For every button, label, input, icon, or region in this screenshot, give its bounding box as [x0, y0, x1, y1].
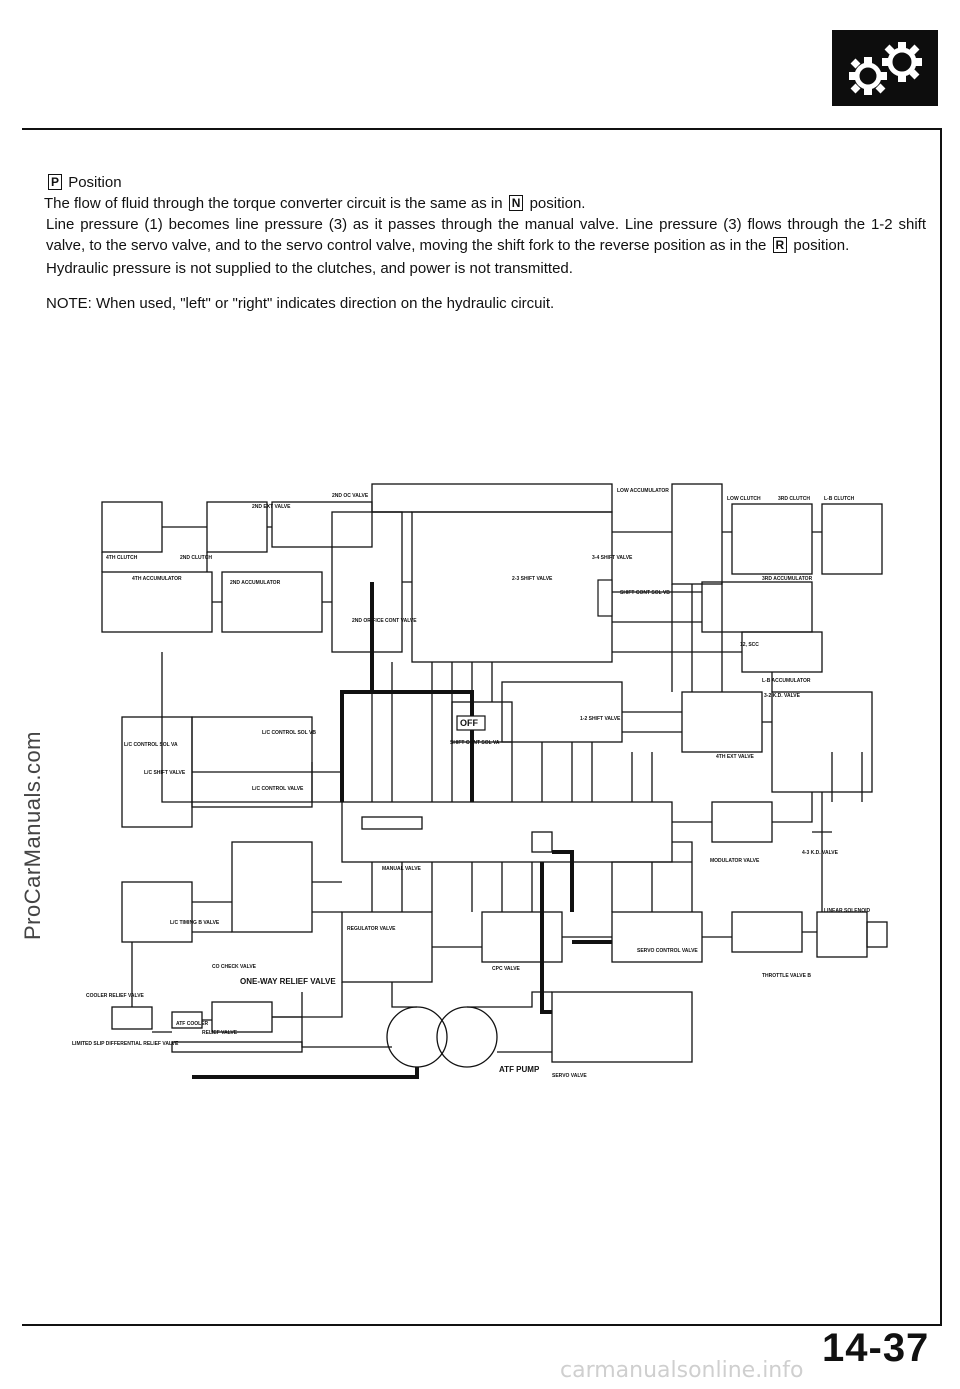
label-low-accumulator: LOW ACCUMULATOR: [617, 488, 669, 494]
label-lc-control-sol-va: L/C CONTROL SOL VA: [124, 742, 178, 748]
label-second-oc-valve: 2ND OC VALVE: [332, 493, 369, 499]
label-fourth-ext-valve: 4TH EXT VALVE: [716, 754, 755, 760]
right-rule: [940, 128, 942, 1324]
top-rule: [22, 128, 942, 130]
hydraulic-circuit-diagram: OFF LOW ACCUMULATOR LOW CLUTCH 3RD CLUTC…: [72, 472, 892, 1092]
page-number: 14-37: [822, 1326, 930, 1370]
note: NOTE: When used, "left" or "right" indic…: [46, 295, 555, 312]
label-relief-valve: RELIEF VALVE: [202, 1030, 238, 1036]
label-fourth-clutch: 4TH CLUTCH: [106, 555, 138, 561]
label-4-3-kd-valve: 4-3 K.D. VALVE: [802, 850, 839, 856]
position-heading: P Position: [46, 172, 926, 193]
label-cpc-valve: CPC VALVE: [492, 966, 521, 972]
label-shift-cont-sol-va: SHIFT CONT SOL VA: [450, 740, 500, 746]
paragraph-1-text: The flow of fluid through the torque con…: [44, 195, 503, 212]
label-3-4-shift-valve: 3-4 SHIFT VALVE: [592, 555, 633, 561]
label-cooler-relief-valve: COOLER RELIEF VALVE: [86, 993, 145, 999]
paragraph-3: Hydraulic pressure is not supplied to th…: [46, 260, 573, 277]
label-regulator-valve: REGULATOR VALVE: [347, 926, 396, 932]
paragraph-1: The flow of fluid through the torque con…: [44, 193, 926, 214]
side-watermark: ProCarManuals.com: [20, 730, 45, 940]
label-12-scc: 12, SCC: [740, 642, 759, 648]
position-title: Position: [68, 174, 122, 191]
label-second-ext-valve: 2ND EXT VALVE: [252, 504, 291, 510]
label-modulator-valve: MODULATOR VALVE: [710, 858, 760, 864]
label-lb-accumulator: L-B ACCUMULATOR: [762, 678, 811, 684]
label-lc-control-sol-vb: L/C CONTROL SOL VB: [262, 730, 316, 736]
bottom-rule: [22, 1324, 942, 1326]
label-second-clutch: 2ND CLUTCH: [180, 555, 212, 561]
label-linear-solenoid: LINEAR SOLENOID: [824, 908, 871, 914]
bottom-watermark: carmanualsonline.info: [560, 1358, 804, 1383]
label-lc-timing-b-valve: L/C TIMING B VALVE: [170, 920, 220, 926]
label-lc-control-valve: L/C CONTROL VALVE: [252, 786, 304, 792]
label-third-clutch: 3RD CLUTCH: [778, 496, 810, 502]
paragraph-2: Line pressure (1) becomes line pressure …: [46, 214, 926, 256]
label-2-3-shift-valve: 2-3 SHIFT VALVE: [512, 576, 553, 582]
label-1-2-shift-valve: 1-2 SHIFT VALVE: [580, 716, 621, 722]
label-manual-valve: MANUAL VALVE: [382, 866, 422, 872]
label-limited-slip-relief-valve: LIMITED SLIP DIFFERENTIAL RELIEF VALVE: [72, 1041, 179, 1047]
label-throttle-valve-b: THROTTLE VALVE B: [762, 973, 811, 979]
solenoid-off-label: OFF: [460, 718, 478, 728]
description-text: P Position The flow of fluid through the…: [44, 172, 926, 314]
paragraph-1-end: position.: [529, 195, 586, 212]
label-second-orifice-valve: 2ND ORIFICE CONT VALVE: [352, 618, 417, 624]
position-box-p: P: [48, 174, 63, 190]
label-one-way-relief-valve: ONE-WAY RELIEF VALVE: [240, 977, 336, 986]
label-low-clutch: LOW CLUTCH: [727, 496, 761, 502]
position-box-n: N: [508, 195, 524, 211]
label-atf-pump: ATF PUMP: [499, 1065, 540, 1074]
label-cooler-check-valve: CO CHECK VALVE: [212, 964, 257, 970]
label-lb-clutch: L-B CLUTCH: [824, 496, 855, 502]
label-servo-valve: SERVO VALVE: [552, 1073, 587, 1079]
label-3-2-kd-valve: 3-2 K.D. VALVE: [764, 693, 801, 699]
gears-icon: [832, 30, 938, 106]
label-atf-cooler: ATF COOLER: [176, 1021, 209, 1027]
label-lc-shift-valve: L/C SHIFT VALVE: [144, 770, 186, 776]
label-fourth-accumulator: 4TH ACCUMULATOR: [132, 576, 182, 582]
label-shift-cont-sol-vb: SHIFT CONT SOL VB: [620, 590, 670, 596]
paragraph-2-end: position.: [793, 237, 850, 254]
label-second-accumulator: 2ND ACCUMULATOR: [230, 580, 281, 586]
label-third-accumulator: 3RD ACCUMULATOR: [762, 576, 813, 582]
position-box-r: R: [772, 237, 788, 253]
paragraph-2-text: Line pressure (1) becomes line pressure …: [46, 216, 926, 254]
label-servo-control-valve: SERVO CONTROL VALVE: [637, 948, 698, 954]
